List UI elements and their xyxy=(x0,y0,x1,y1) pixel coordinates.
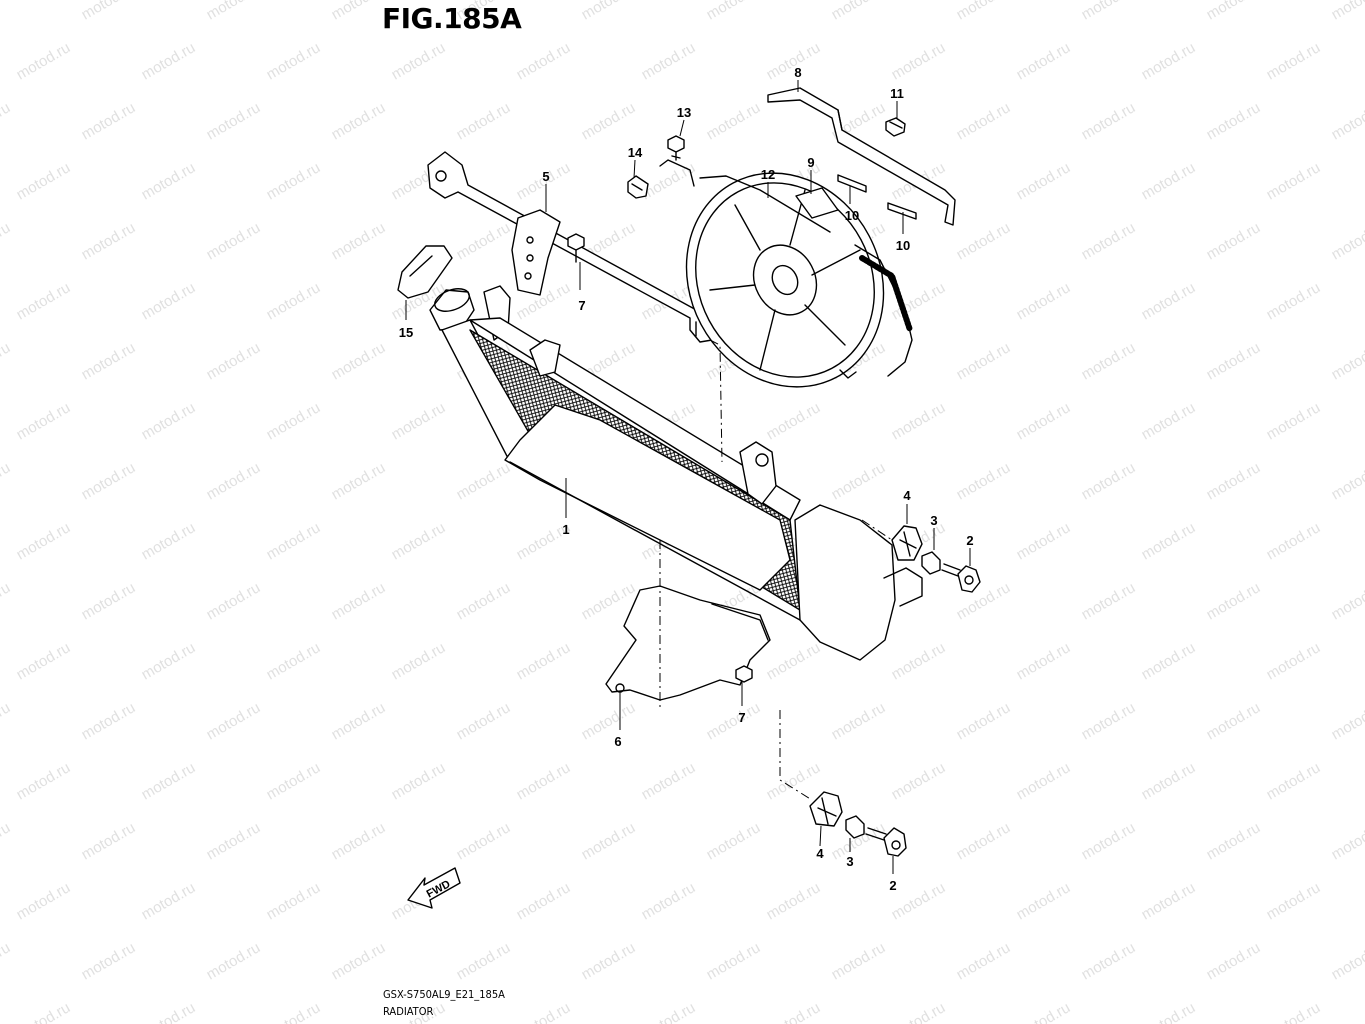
fan-pads xyxy=(795,187,839,219)
callout-14: 14 xyxy=(628,145,643,160)
bolt-13 xyxy=(667,135,685,161)
fan-bracket-plate xyxy=(767,87,956,226)
callout-2b: 2 xyxy=(889,878,896,893)
callout-10a: 10 xyxy=(845,208,859,223)
bolt-7-lower xyxy=(735,665,753,683)
radiator-cap xyxy=(397,245,453,299)
figure-name: RADIATOR xyxy=(383,1005,434,1018)
figure-title: FIG.185A xyxy=(382,2,522,35)
fwd-arrow-label: FWD xyxy=(425,878,453,900)
callout-3a: 3 xyxy=(930,513,937,528)
callout-3b: 3 xyxy=(846,854,853,869)
callout-12: 12 xyxy=(761,167,775,182)
callout-4a: 4 xyxy=(903,488,911,503)
callout-6: 6 xyxy=(614,734,621,749)
clip-nut-14 xyxy=(627,175,649,199)
radiator-core xyxy=(429,285,923,661)
callout-11: 11 xyxy=(890,86,904,101)
mount-hardware-lower xyxy=(809,791,907,857)
callout-4b: 4 xyxy=(816,846,824,861)
callout-8: 8 xyxy=(794,65,801,80)
callout-10b: 10 xyxy=(896,238,910,253)
callout-2a: 2 xyxy=(966,533,973,548)
callout-leaders xyxy=(405,80,971,874)
fwd-arrow: FWD xyxy=(407,867,461,909)
cooling-fan-assembly xyxy=(659,159,913,388)
callout-9: 9 xyxy=(807,155,814,170)
figure-code: GSX-S750AL9_E21_185A xyxy=(383,988,505,1001)
assembly-guide-lines xyxy=(659,339,893,801)
bolt-7-upper xyxy=(567,233,585,263)
callout-5: 5 xyxy=(542,169,549,184)
mount-hardware-upper xyxy=(891,525,981,593)
callout-15: 15 xyxy=(399,325,413,340)
callout-7b: 7 xyxy=(738,710,745,725)
callout-numbers: 8 11 13 14 5 12 9 10 10 7 15 1 4 3 2 7 6… xyxy=(399,65,974,893)
screw-11 xyxy=(885,117,906,137)
callout-13: 13 xyxy=(677,105,691,120)
callout-1: 1 xyxy=(562,522,569,537)
lower-radiator-bracket xyxy=(605,585,771,701)
callout-7a: 7 xyxy=(578,298,585,313)
